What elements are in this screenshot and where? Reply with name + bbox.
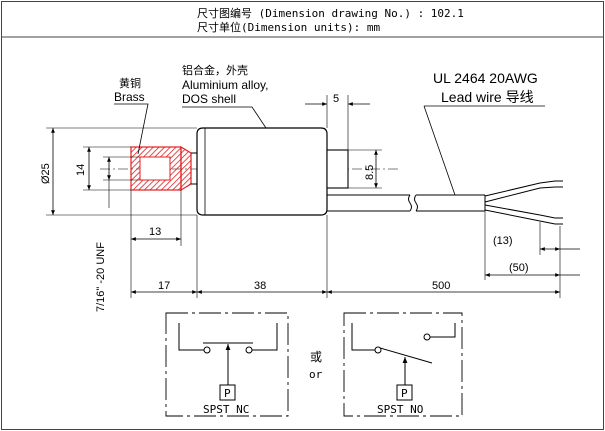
shell-cn-label: 铝合金，外壳 xyxy=(182,63,248,77)
or-cn-label: 或 xyxy=(310,350,322,364)
shell-en1-label: Aluminium alloy, xyxy=(182,78,268,92)
dim-38-label: 38 xyxy=(254,280,266,292)
brass-fitting xyxy=(130,145,192,192)
header-title: 尺寸图编号 (Dimension drawing No.) : 102.1 xyxy=(197,6,464,20)
shell-en2-label: DOS shell xyxy=(182,92,236,106)
dim-bottom-chain: 17 38 500 xyxy=(130,215,561,298)
switch-no: P SPST NO xyxy=(343,312,463,417)
dim-17-label: 17 xyxy=(158,280,170,292)
header-units: 尺寸单位(Dimension units): mm xyxy=(197,20,380,34)
dim-13-paren-label: (13) xyxy=(493,235,513,247)
nc-type-label: SPST NC xyxy=(203,403,249,416)
cable-jacket xyxy=(327,194,486,212)
dim-8-5: 8.5 xyxy=(348,149,382,189)
shell-body xyxy=(196,127,328,216)
dim-14: 14 xyxy=(75,146,131,191)
dim-500-label: 500 xyxy=(432,280,450,292)
brass-en-label: Brass xyxy=(114,90,145,104)
no-p-label: P xyxy=(401,387,408,400)
switch-nc: P SPST NC xyxy=(165,312,289,417)
dim-5-label: 5 xyxy=(333,93,339,105)
thread-label: 7/16" -20 UNF xyxy=(95,242,107,312)
lead-wires xyxy=(484,180,563,225)
wire-spec-label: UL 2464 20AWG xyxy=(433,70,538,86)
dim-13-thread-length: 13 xyxy=(130,190,182,246)
callout-brass: 黄铜 Brass xyxy=(114,76,149,155)
dim-14-label: 14 xyxy=(75,164,87,176)
nc-p-label: P xyxy=(224,387,231,400)
or-en-label: or xyxy=(309,368,323,381)
callout-wire: UL 2464 20AWG Lead wire 导线 xyxy=(423,70,545,196)
dim-8-5-label: 8.5 xyxy=(364,165,376,180)
dim-50-paren-label: (50) xyxy=(509,262,529,274)
nc-pressure-box xyxy=(219,384,236,401)
brass-cn-label: 黄铜 xyxy=(119,76,141,90)
dim-diameter-25: Ø25 xyxy=(40,127,197,216)
no-pressure-box xyxy=(396,384,413,401)
no-type-label: SPST NO xyxy=(377,403,423,416)
dim-25-label: Ø25 xyxy=(40,163,52,184)
dim-strip: (13) (50) xyxy=(484,211,580,280)
dim-5: 5 xyxy=(305,93,370,150)
dim-13-label: 13 xyxy=(149,226,161,238)
wire-desc-label: Lead wire 导线 xyxy=(441,89,534,105)
dim-thread: 7/16" -20 UNF xyxy=(95,156,140,312)
callout-shell: 铝合金，外壳 Aluminium alloy, DOS shell xyxy=(182,63,268,129)
rear-boss xyxy=(326,149,349,189)
